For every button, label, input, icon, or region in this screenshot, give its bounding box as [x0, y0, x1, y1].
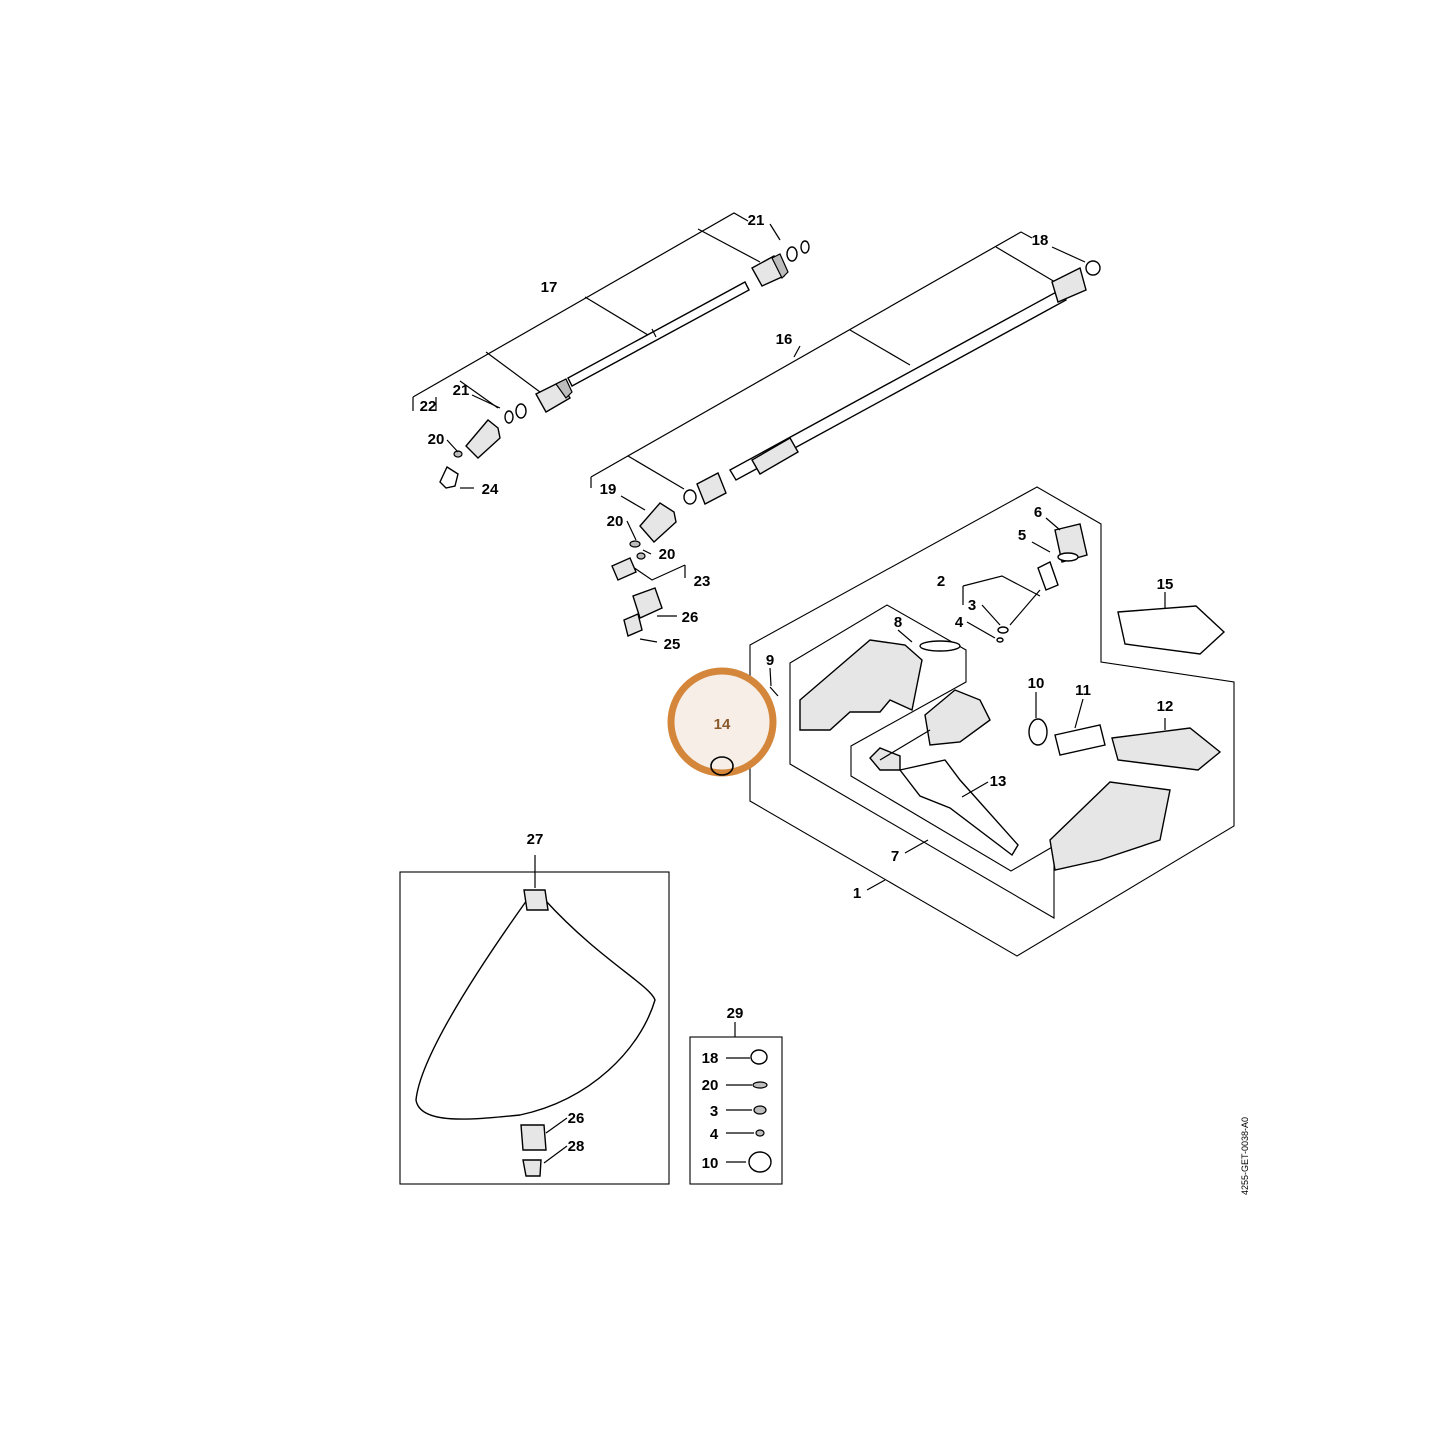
- callout-11: 11: [1075, 682, 1091, 699]
- callout-12: 12: [1157, 698, 1174, 715]
- callout-23: 23: [694, 573, 711, 590]
- callout-16: 16: [776, 331, 793, 348]
- callout-15: 15: [1157, 576, 1174, 593]
- highlight-part-14[interactable]: 14: [667, 667, 777, 777]
- callout-26-lower: 26: [568, 1110, 585, 1127]
- callout-6: 6: [1034, 504, 1042, 521]
- callout-19: 19: [600, 481, 617, 498]
- callout-20-mid: 20: [607, 513, 624, 530]
- callout-21-top: 21: [748, 212, 765, 229]
- seal-kit-labels: 18 20 3 4 10: [702, 1050, 719, 1172]
- callout-20-upper: 20: [428, 431, 445, 448]
- callout-8: 8: [894, 614, 902, 631]
- callout-1: 1: [853, 885, 861, 902]
- callout-9: 9: [766, 652, 774, 669]
- callout-18: 18: [1032, 232, 1049, 249]
- callout-20-lower: 20: [659, 546, 676, 563]
- callout-17: 17: [541, 279, 558, 296]
- kit-item-label: 18: [702, 1050, 719, 1067]
- kit-item-label: 4: [710, 1126, 719, 1143]
- part-14-seal: [710, 756, 734, 776]
- seal-kit-box: [689, 1022, 783, 1185]
- kit-item-label: 10: [702, 1155, 719, 1172]
- callout-29: 29: [727, 1005, 744, 1022]
- kit-item-label: 3: [710, 1103, 718, 1120]
- callout-22: 22: [420, 398, 437, 415]
- callout-25: 25: [664, 636, 681, 653]
- leader-lines: [446, 223, 1166, 1164]
- deflector-box: [399, 855, 670, 1185]
- callout-7: 7: [891, 848, 899, 865]
- callout-24: 24: [482, 481, 499, 498]
- document-code: 4255-GET-0038-A0: [1240, 1117, 1250, 1195]
- callout-21-left: 21: [453, 382, 470, 399]
- callout-3: 3: [968, 597, 976, 614]
- kit-item-label: 20: [702, 1077, 719, 1094]
- callout-13: 13: [990, 773, 1007, 790]
- callout-27: 27: [527, 831, 544, 848]
- highlight-ring: [667, 667, 777, 777]
- callout-labels: 1 2 3 4 5 6 7 8 9 10 11 12 13 15 16 17 1…: [420, 212, 1174, 1155]
- callout-5: 5: [1018, 527, 1026, 544]
- callout-2: 2: [937, 573, 945, 590]
- callout-14: 14: [714, 716, 731, 733]
- lance-16-assembly: [590, 231, 1101, 637]
- lance-17-assembly: [412, 212, 810, 489]
- callout-10: 10: [1028, 675, 1045, 692]
- callout-4: 4: [955, 614, 964, 631]
- gun-kit-assembly: [749, 486, 1235, 957]
- callout-28: 28: [568, 1138, 585, 1155]
- callout-26-upper: 26: [682, 609, 699, 626]
